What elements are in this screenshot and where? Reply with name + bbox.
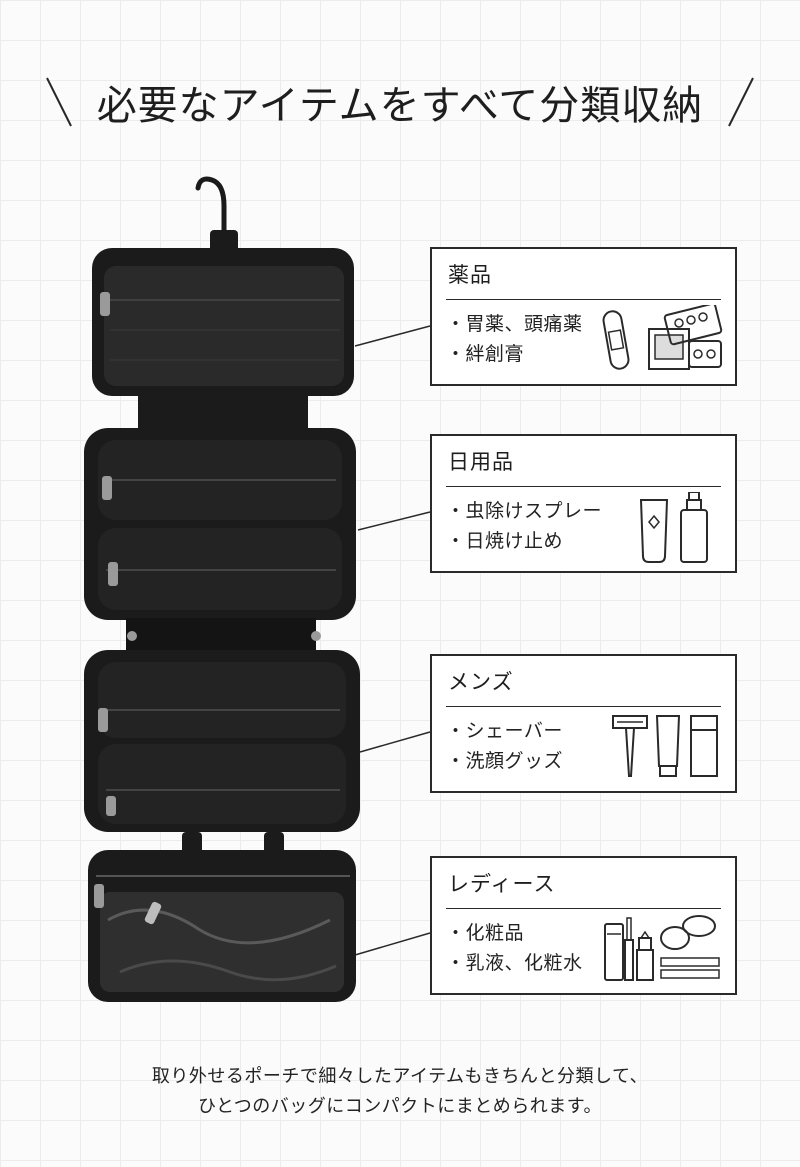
card-title: メンズ — [448, 670, 514, 694]
pill-pack-icon — [648, 305, 723, 370]
toiletry-bag-image — [84, 176, 360, 1002]
right-slash-decoration — [728, 77, 755, 127]
sunscreen-tube-icon — [639, 499, 669, 563]
card-item: 胃薬、頭痛薬 — [446, 309, 583, 339]
card-item-list: シェーバー 洗顔グッズ — [446, 716, 563, 776]
caption-line: ひとつのバッグにコンパクトにまとめられます。 — [198, 1096, 602, 1117]
middle-pouch-lower — [84, 650, 360, 832]
card-mens: メンズ シェーバー 洗顔グッズ — [430, 654, 737, 793]
card-ladies: レディース 化粧品 乳液、化粧水 — [430, 856, 737, 995]
card-item: 虫除けスプレー — [446, 496, 602, 526]
leader-line-medicine — [354, 325, 431, 347]
card-divider — [446, 299, 721, 300]
card-item: シェーバー — [446, 716, 563, 746]
left-slash-decoration — [45, 77, 72, 127]
card-divider — [446, 486, 721, 487]
daily-icons — [639, 492, 708, 563]
leader-line-mens — [359, 731, 431, 753]
headline: 必要なアイテムをすべて分類収納 — [0, 62, 800, 142]
card-divider — [446, 908, 721, 909]
card-item: 乳液、化粧水 — [446, 948, 583, 978]
face-wash-tube-icon — [655, 715, 681, 777]
spray-bottle-icon — [680, 492, 708, 563]
leader-line-ladies — [354, 932, 431, 956]
compact-icon — [660, 915, 720, 979]
card-medicine: 薬品 胃薬、頭痛薬 絆創膏 — [430, 247, 737, 386]
mens-icons — [612, 715, 718, 777]
card-item-list: 化粧品 乳液、化粧水 — [446, 918, 583, 978]
card-item: 洗顔グッズ — [446, 746, 563, 776]
lotion-bottle-icon — [690, 715, 718, 777]
card-item-list: 虫除けスプレー 日焼け止め — [446, 496, 602, 556]
leader-line-daily — [357, 511, 431, 531]
middle-pouch-upper — [84, 428, 356, 620]
card-title: レディース — [448, 872, 556, 896]
card-daily: 日用品 虫除けスプレー 日焼け止め — [430, 434, 737, 573]
card-item: 化粧品 — [446, 918, 583, 948]
bottom-clear-pouch — [88, 850, 356, 1002]
bandage-icon — [602, 310, 630, 370]
card-title: 日用品 — [448, 450, 514, 474]
ladies-icons — [604, 915, 720, 981]
headline-text: 必要なアイテムをすべて分類収納 — [96, 83, 704, 129]
card-item-list: 胃薬、頭痛薬 絆創膏 — [446, 309, 583, 369]
card-divider — [446, 706, 721, 707]
hanger-hook-icon — [195, 176, 227, 247]
top-pouch — [92, 248, 354, 396]
card-title: 薬品 — [448, 263, 492, 287]
card-item: 日焼け止め — [446, 526, 602, 556]
caption-line: 取り外せるポーチで細々したアイテムもきちんと分類して、 — [151, 1066, 649, 1087]
cosmetics-icon — [604, 917, 654, 981]
card-item: 絆創膏 — [446, 339, 583, 369]
caption: 取り外せるポーチで細々したアイテムもきちんと分類して、 ひとつのバッグにコンパク… — [0, 1062, 800, 1122]
medicine-icons — [602, 305, 723, 370]
razor-icon — [612, 715, 648, 777]
